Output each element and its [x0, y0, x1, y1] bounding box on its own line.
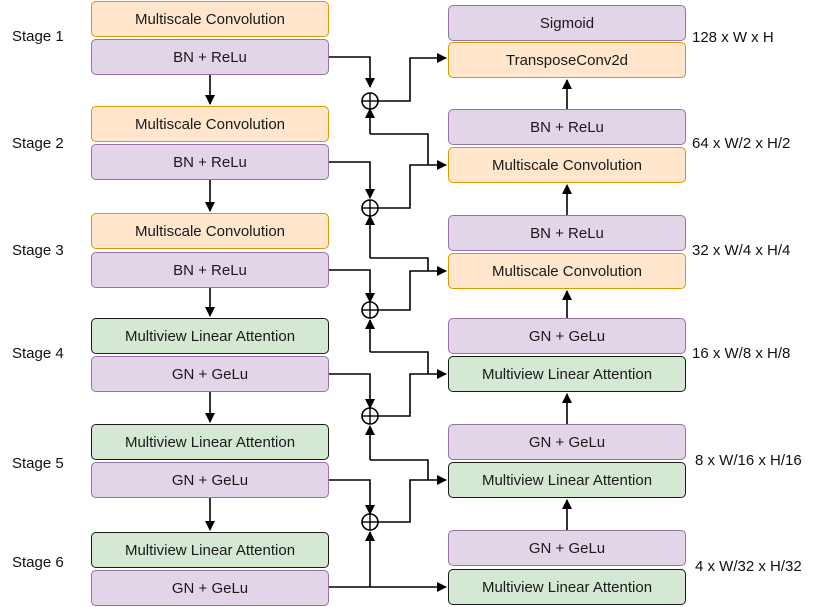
- encoder-stage6-gn-gelu: GN + GeLu: [91, 570, 329, 606]
- dim-label-6: 4 x W/32 x H/32: [695, 558, 802, 575]
- decoder-sigmoid: Sigmoid: [448, 5, 686, 41]
- stage-label-6: Stage 6: [12, 554, 64, 571]
- encoder-stage5-gn-gelu: GN + GeLu: [91, 462, 329, 498]
- stage-label-4: Stage 4: [12, 345, 64, 362]
- dim-label-1: 128 x W x H: [692, 29, 774, 46]
- encoder-stage2-multiscale-conv: Multiscale Convolution: [91, 106, 329, 142]
- encoder-stage2-bn-relu: BN + ReLu: [91, 144, 329, 180]
- stage-label-5: Stage 5: [12, 455, 64, 472]
- dim-label-2: 64 x W/2 x H/2: [692, 135, 791, 152]
- decoder-level3-multiscale-conv: Multiscale Convolution: [448, 253, 686, 289]
- stage-label-2: Stage 2: [12, 135, 64, 152]
- decoder-level2-multiscale-conv: Multiscale Convolution: [448, 147, 686, 183]
- decoder-level5-gn-gelu: GN + GeLu: [448, 424, 686, 460]
- encoder-stage4-gn-gelu: GN + GeLu: [91, 356, 329, 392]
- stage-label-3: Stage 3: [12, 242, 64, 259]
- decoder-transpose-conv: TransposeConv2d: [448, 42, 686, 78]
- decoder-level6-attention: Multiview Linear Attention: [448, 569, 686, 605]
- decoder-level4-attention: Multiview Linear Attention: [448, 356, 686, 392]
- decoder-level6-gn-gelu: GN + GeLu: [448, 530, 686, 566]
- dim-label-4: 16 x W/8 x H/8: [692, 345, 791, 362]
- encoder-stage5-attention: Multiview Linear Attention: [91, 424, 329, 460]
- decoder-level2-bn-relu: BN + ReLu: [448, 109, 686, 145]
- encoder-stage3-multiscale-conv: Multiscale Convolution: [91, 213, 329, 249]
- encoder-stage3-bn-relu: BN + ReLu: [91, 252, 329, 288]
- decoder-level4-gn-gelu: GN + GeLu: [448, 318, 686, 354]
- dim-label-3: 32 x W/4 x H/4: [692, 242, 791, 259]
- encoder-stage1-multiscale-conv: Multiscale Convolution: [91, 1, 329, 37]
- decoder-level5-attention: Multiview Linear Attention: [448, 462, 686, 498]
- encoder-stage1-bn-relu: BN + ReLu: [91, 39, 329, 75]
- decoder-level3-bn-relu: BN + ReLu: [448, 215, 686, 251]
- encoder-stage4-attention: Multiview Linear Attention: [91, 318, 329, 354]
- stage-label-1: Stage 1: [12, 28, 64, 45]
- dim-label-5: 8 x W/16 x H/16: [695, 452, 802, 469]
- encoder-stage6-attention: Multiview Linear Attention: [91, 532, 329, 568]
